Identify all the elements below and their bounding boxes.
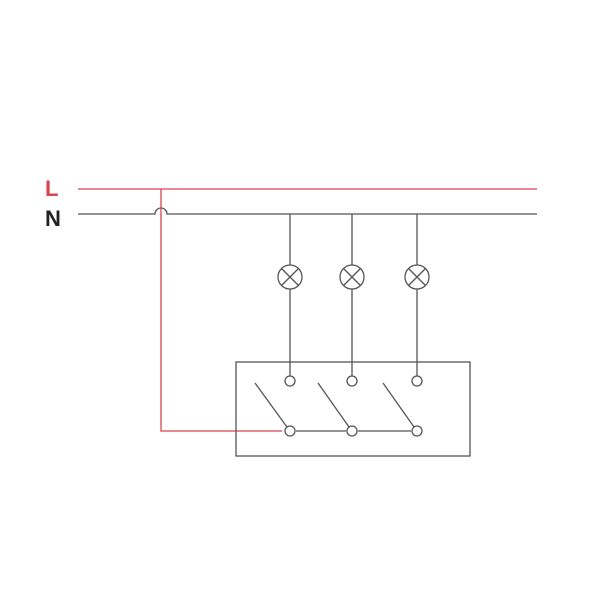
live-label: L bbox=[45, 176, 58, 201]
neutral-line bbox=[78, 207, 537, 215]
switch-housing bbox=[235, 361, 471, 457]
live-drop-wire bbox=[160, 189, 282, 432]
lamp-3-icon bbox=[404, 264, 430, 290]
switch-2-bottom-terminal bbox=[346, 425, 358, 437]
switch-1 bbox=[254, 375, 296, 437]
switch-3-bottom-terminal bbox=[411, 425, 423, 437]
switch-1-bottom-terminal bbox=[284, 425, 296, 437]
lamp-1-icon bbox=[277, 264, 303, 290]
switch-3 bbox=[382, 375, 423, 437]
switch-2 bbox=[317, 375, 358, 437]
switch-3-lever bbox=[382, 382, 415, 428]
lamp-2-icon bbox=[339, 264, 365, 290]
neutral-label: N bbox=[45, 206, 61, 231]
switch-1-top-terminal bbox=[284, 375, 296, 387]
switch-1-lever bbox=[254, 382, 288, 428]
switch-3-top-terminal bbox=[411, 375, 423, 387]
switch-2-lever bbox=[317, 382, 350, 428]
switch-2-top-terminal bbox=[346, 375, 358, 387]
